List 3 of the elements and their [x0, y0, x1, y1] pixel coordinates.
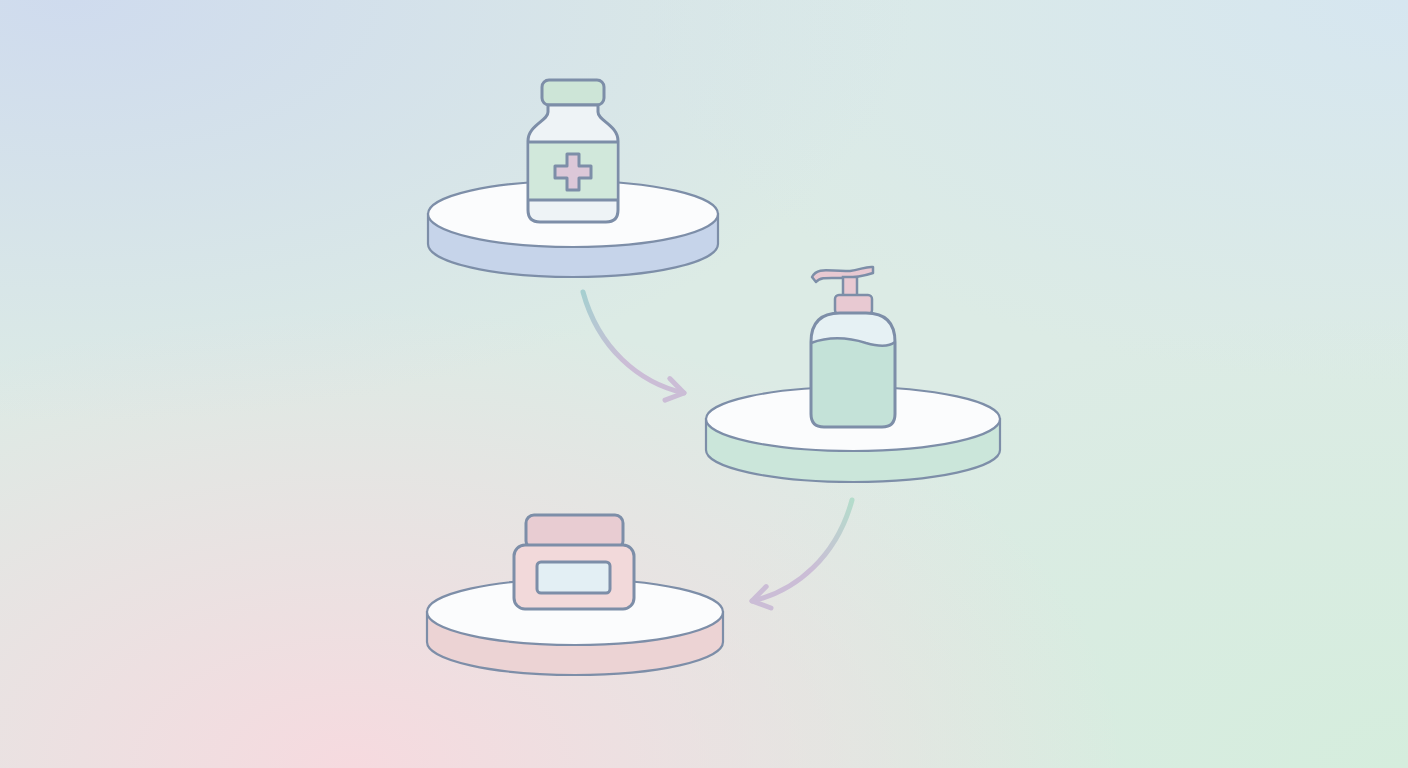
- jar-on-pedestal: [424, 512, 726, 677]
- curved-arrow: [580, 289, 687, 402]
- curved-arrow: [749, 497, 855, 610]
